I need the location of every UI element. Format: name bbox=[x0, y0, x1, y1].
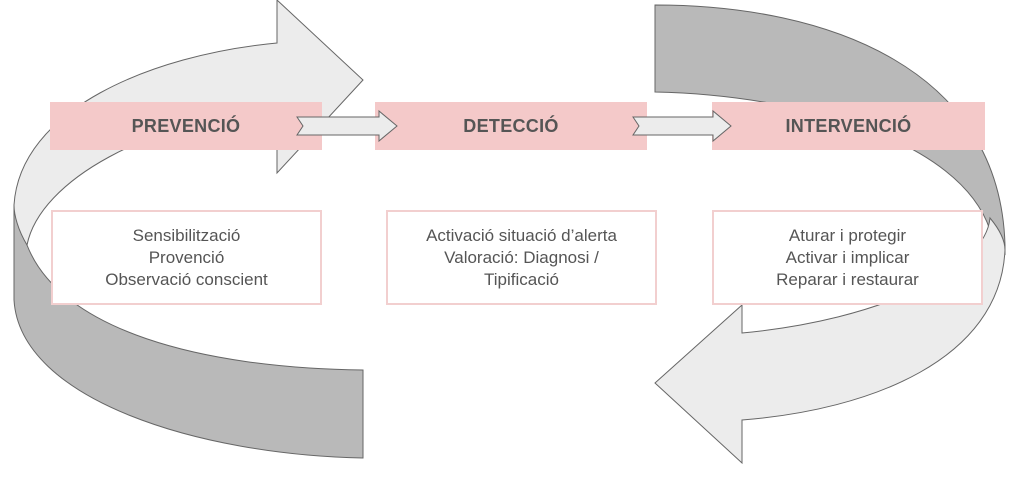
stage-intervencio-header: INTERVENCIÓ bbox=[712, 102, 985, 150]
desc-line: Activació situació d’alerta bbox=[426, 225, 617, 245]
prevencio-description: Sensibilització Provenció Observació con… bbox=[51, 210, 322, 305]
desc-line: Aturar i protegir bbox=[788, 225, 907, 245]
stage-prevencio-header: PREVENCIÓ bbox=[50, 102, 322, 150]
stage-title: INTERVENCIÓ bbox=[785, 115, 912, 136]
right-arrow-light-part bbox=[654, 216, 1006, 465]
intervencio-description: Aturar i protegir Activar i implicar Rep… bbox=[712, 210, 983, 305]
stage-title: DETECCIÓ bbox=[463, 115, 559, 136]
stage-deteccio-header: DETECCIÓ bbox=[375, 102, 647, 150]
deteccio-description: Activació situació d’alerta Valoració: D… bbox=[386, 210, 657, 305]
stage-title: PREVENCIÓ bbox=[131, 115, 241, 136]
left-arrow-dark-part bbox=[13, 204, 364, 459]
desc-line: Reparar i restaurar bbox=[776, 269, 919, 289]
desc-line: Observació conscient bbox=[105, 269, 268, 289]
desc-line: Provenció bbox=[148, 247, 225, 267]
desc-line: Activar i implicar bbox=[785, 247, 910, 267]
desc-line: Sensibilització bbox=[132, 225, 241, 245]
desc-line: Valoració: Diagnosi / bbox=[444, 247, 599, 267]
desc-line: Tipificació bbox=[484, 269, 559, 289]
